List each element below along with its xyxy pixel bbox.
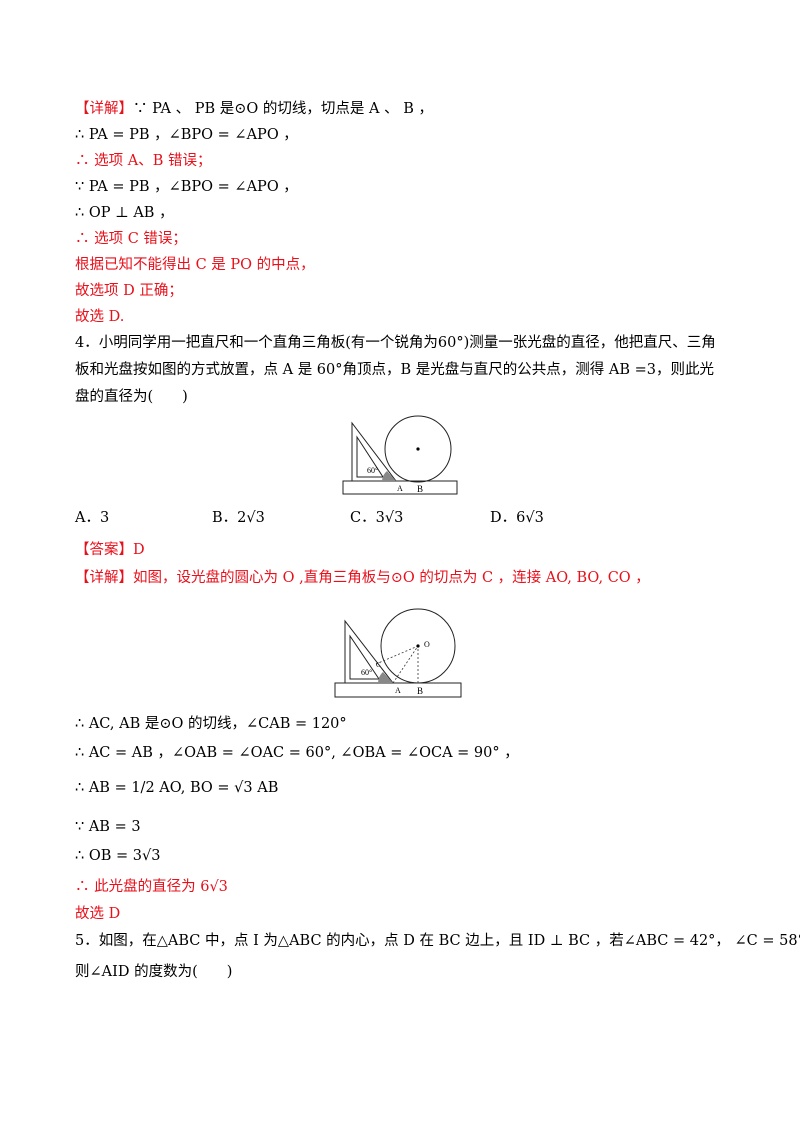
disc-center xyxy=(416,447,420,451)
figure-1: 60° A B xyxy=(342,415,458,495)
prev-detail-line-8: 故选项 D 正确； xyxy=(75,283,183,299)
option-d: D．6√3 xyxy=(490,510,544,526)
question-5-text: 如图，在△ABC 中，点 I 为△ABC 的内心，点 D 在 BC 边上，且 I… xyxy=(98,933,800,949)
step-5: ∴ OB = 3√3 xyxy=(75,848,161,864)
answer-line: 【答案】D xyxy=(75,539,145,561)
question-4-text: 小明同学用一把直尺和一个直角三角板(有一个锐角为60°)测量一张光盘的直径，他把… xyxy=(75,335,716,405)
prev-detail-line-5: ∴ OP ⊥ AB ， xyxy=(75,205,174,221)
option-c-value: 3√3 xyxy=(375,510,404,526)
angle-shade xyxy=(378,672,393,683)
triangle-inner xyxy=(356,435,384,478)
point-b-label: B xyxy=(417,484,423,494)
option-c: C．3√3 xyxy=(350,510,404,526)
point-o-label: O xyxy=(424,640,430,649)
option-a: A．3 xyxy=(75,510,110,526)
prev-detail-line-4: ∵ PA = PB ，∠BPO = ∠APO ， xyxy=(75,179,298,195)
prev-detail-line-6: ∴ 选项 C 错误； xyxy=(75,231,187,247)
question-4: 4．小明同学用一把直尺和一个直角三角板(有一个锐角为60°)测量一张光盘的直径，… xyxy=(75,330,725,411)
prev-detail-line-9: 故选 D. xyxy=(75,309,125,325)
step-1: ∴ AC, AB 是⊙O 的切线，∠CAB = 120° xyxy=(75,716,347,732)
triangle-outer xyxy=(351,421,398,482)
point-a-label: A xyxy=(397,484,403,493)
question-5-line-2: 则∠AID 的度数为( ) xyxy=(75,964,233,980)
q4-detail-intro: 【详解】如图，设光盘的圆心为 O ,直角三角板与⊙O 的切点为 C ，连接 AO… xyxy=(75,567,650,589)
angle-shade xyxy=(382,471,396,481)
question-5-line-1: 5．如图，在△ABC 中，点 I 为△ABC 的内心，点 D 在 BC 边上，且… xyxy=(75,930,800,952)
angle-label: 60° xyxy=(367,466,378,475)
prev-line-1-text: ∵ PA 、 PB 是⊙O 的切线，切点是 A 、 B ， xyxy=(133,101,433,117)
step-2: ∴ AC = AB ，∠OAB = ∠OAC = 60°, ∠OBA = ∠OC… xyxy=(75,745,519,761)
detail-label: 【详解】 xyxy=(75,101,133,117)
prev-detail-line-2: ∴ PA = PB ，∠BPO = ∠APO ， xyxy=(75,127,298,143)
step-3: ∴ AB = 1/2 AO, BO = √3 AB xyxy=(75,780,279,796)
option-b-value: 2√3 xyxy=(237,510,265,526)
step-4: ∵ AB = 3 xyxy=(75,819,141,835)
ruler xyxy=(342,480,458,495)
point-c-label: C xyxy=(376,661,381,669)
ruler xyxy=(334,682,462,698)
prev-detail-line-7: 根据已知不能得出 C 是 PO 的中点， xyxy=(75,257,315,273)
triangle-inner xyxy=(349,634,380,680)
step-6: ∴ 此光盘的直径为 6√3 xyxy=(75,879,228,895)
point-a-label: A xyxy=(395,686,401,695)
option-b: B．2√3 xyxy=(212,510,265,526)
step-7: 故选 D xyxy=(75,906,121,922)
detail-label-2: 【详解】 xyxy=(75,570,133,586)
segment-ao xyxy=(392,645,419,684)
option-d-value: 6√3 xyxy=(516,510,544,526)
answer-value: D xyxy=(133,542,145,558)
disc-center xyxy=(416,644,420,648)
point-b-label: B xyxy=(417,686,423,696)
disc xyxy=(384,415,452,483)
answer-label: 【答案】 xyxy=(75,542,133,558)
prev-detail-line-3: ∴ 选项 A、B 错误； xyxy=(75,153,212,169)
triangle-outer xyxy=(344,619,395,684)
figure-2: O C 60° A B xyxy=(334,608,462,698)
question-4-number: 4． xyxy=(75,335,99,351)
angle-label: 60° xyxy=(361,668,372,677)
question-5-number: 5． xyxy=(75,933,99,949)
option-a-value: 3 xyxy=(99,510,110,526)
prev-detail-line-1: 【详解】∵ PA 、 PB 是⊙O 的切线，切点是 A 、 B ， xyxy=(75,98,433,120)
detail-intro-text: 如图，设光盘的圆心为 O ,直角三角板与⊙O 的切点为 C ，连接 AO, BO… xyxy=(133,570,650,586)
